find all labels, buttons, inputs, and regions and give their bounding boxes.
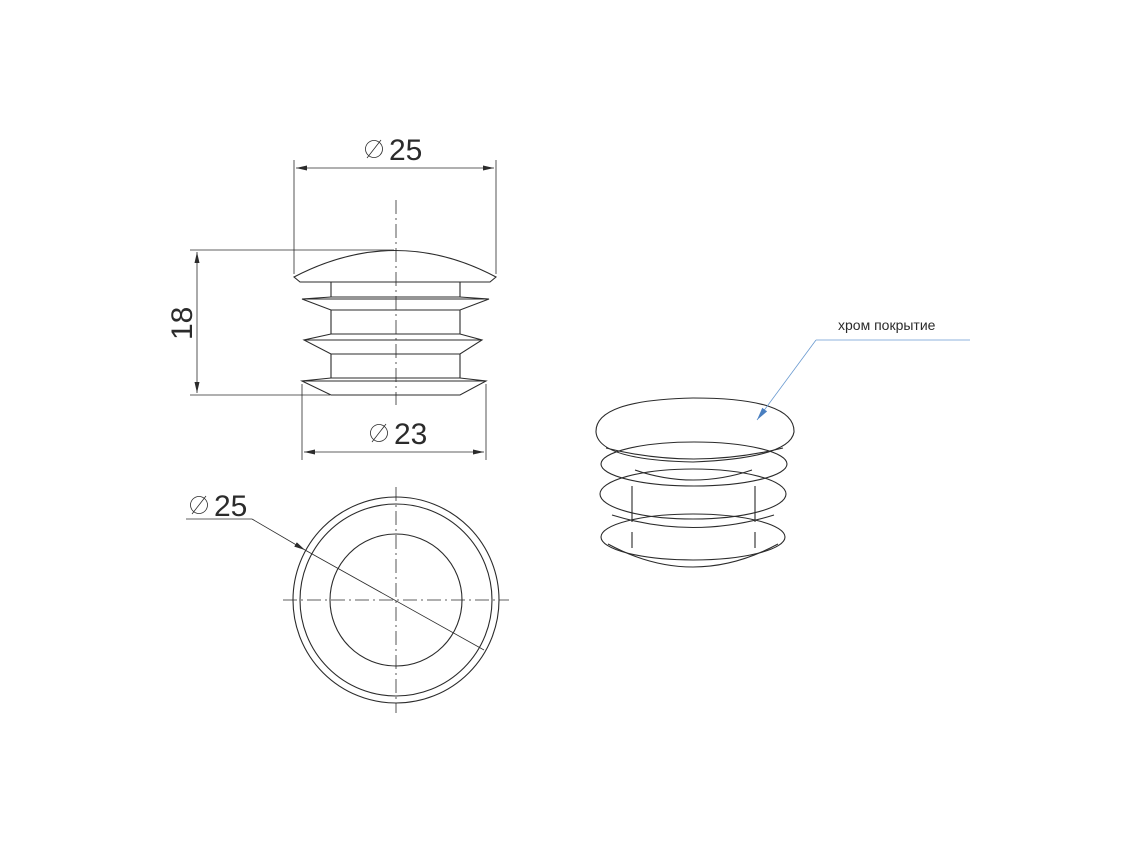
iso-cap-rim <box>605 447 784 460</box>
plan-dim-value: 25 <box>214 490 247 523</box>
callout-leader <box>756 339 817 421</box>
isometric-view: хром покрытие <box>595 317 970 568</box>
cap-dome <box>293 250 497 283</box>
iso-body-lower <box>631 532 756 548</box>
plan-dim-diameter-line <box>304 549 485 651</box>
iso-middle-fin <box>599 468 787 520</box>
body-segment-2 <box>330 354 461 378</box>
plan-outer-circle <box>292 496 500 704</box>
diameter-symbol <box>365 140 383 158</box>
diameter-symbol <box>370 424 388 442</box>
diameter-symbol <box>190 496 208 514</box>
dim-top-value: 25 <box>389 134 422 167</box>
dim-bottom-label: 23 <box>370 418 427 451</box>
dim-height-value: 18 <box>166 307 199 340</box>
side-view: 25 18 23 <box>166 134 497 460</box>
dim-top-label: 25 <box>365 134 422 167</box>
callout-note: хром покрытие <box>838 317 936 333</box>
iso-bottom-flange-underside <box>607 543 779 568</box>
plan-dim-leader <box>251 518 306 551</box>
dim-bottom-value: 23 <box>394 418 427 451</box>
iso-body-middle <box>631 486 756 522</box>
iso-middle-fin-underside <box>611 514 775 528</box>
iso-bottom-flange <box>600 513 786 561</box>
cap-neck <box>330 282 461 297</box>
plan-rim-circle <box>299 503 493 697</box>
fin-2 <box>302 333 484 355</box>
body-segment-1 <box>330 310 461 334</box>
plan-dim-label: 25 <box>190 490 247 523</box>
iso-cap <box>595 397 795 463</box>
iso-upper-neck <box>634 469 753 481</box>
plan-view: 25 <box>186 487 509 713</box>
iso-upper-fin <box>600 441 788 487</box>
